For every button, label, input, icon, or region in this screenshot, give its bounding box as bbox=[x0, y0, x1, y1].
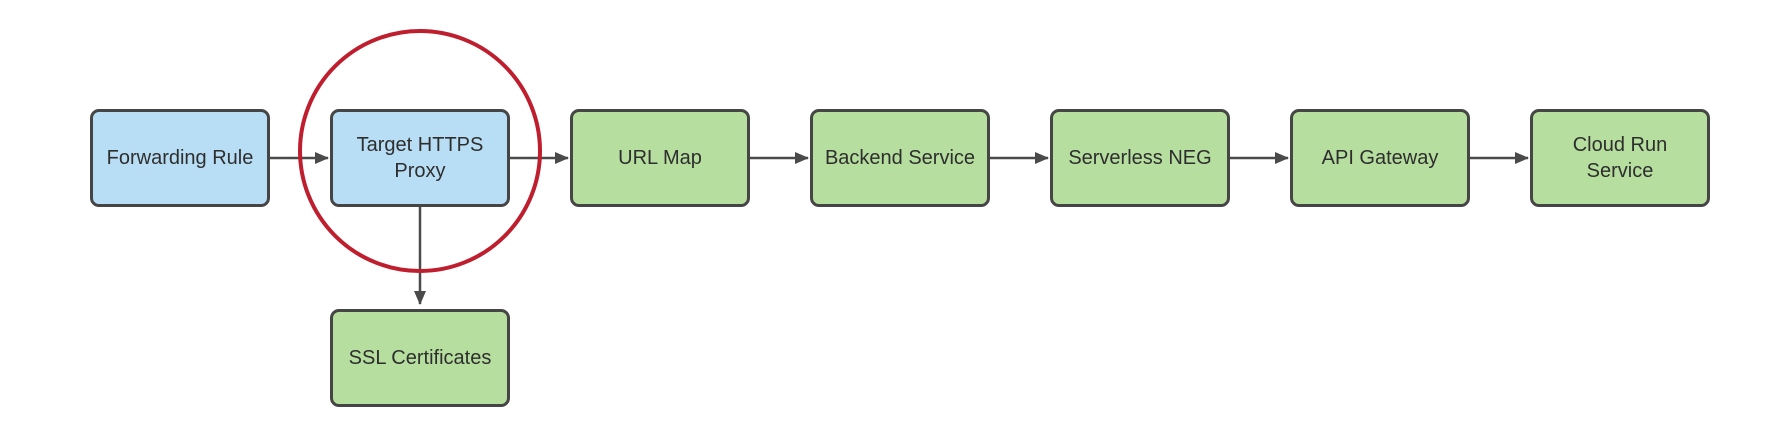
node-api-gateway: API Gateway bbox=[1290, 109, 1470, 207]
node-label-cloud-run-service: Cloud Run Service bbox=[1572, 134, 1668, 182]
node-label-forwarding-rule: Forwarding Rule bbox=[106, 147, 254, 169]
node-label-ssl-certificates: SSL Certificates bbox=[348, 347, 492, 369]
node-serverless-neg: Serverless NEG bbox=[1050, 109, 1230, 207]
node-label-serverless-neg: Serverless NEG bbox=[1068, 147, 1212, 169]
node-label-api-gateway: API Gateway bbox=[1321, 147, 1439, 169]
node-ssl-certificates: SSL Certificates bbox=[330, 309, 510, 407]
node-label-target-https-proxy: Target HTTPS Proxy bbox=[356, 134, 484, 182]
node-url-map: URL Map bbox=[570, 109, 750, 207]
node-forwarding-rule: Forwarding Rule bbox=[90, 109, 270, 207]
node-backend-service: Backend Service bbox=[810, 109, 990, 207]
node-label-url-map: URL Map bbox=[618, 147, 702, 169]
node-cloud-run-service: Cloud Run Service bbox=[1530, 109, 1710, 207]
node-label-backend-service: Backend Service bbox=[824, 147, 976, 169]
node-target-https-proxy: Target HTTPS Proxy bbox=[330, 109, 510, 207]
